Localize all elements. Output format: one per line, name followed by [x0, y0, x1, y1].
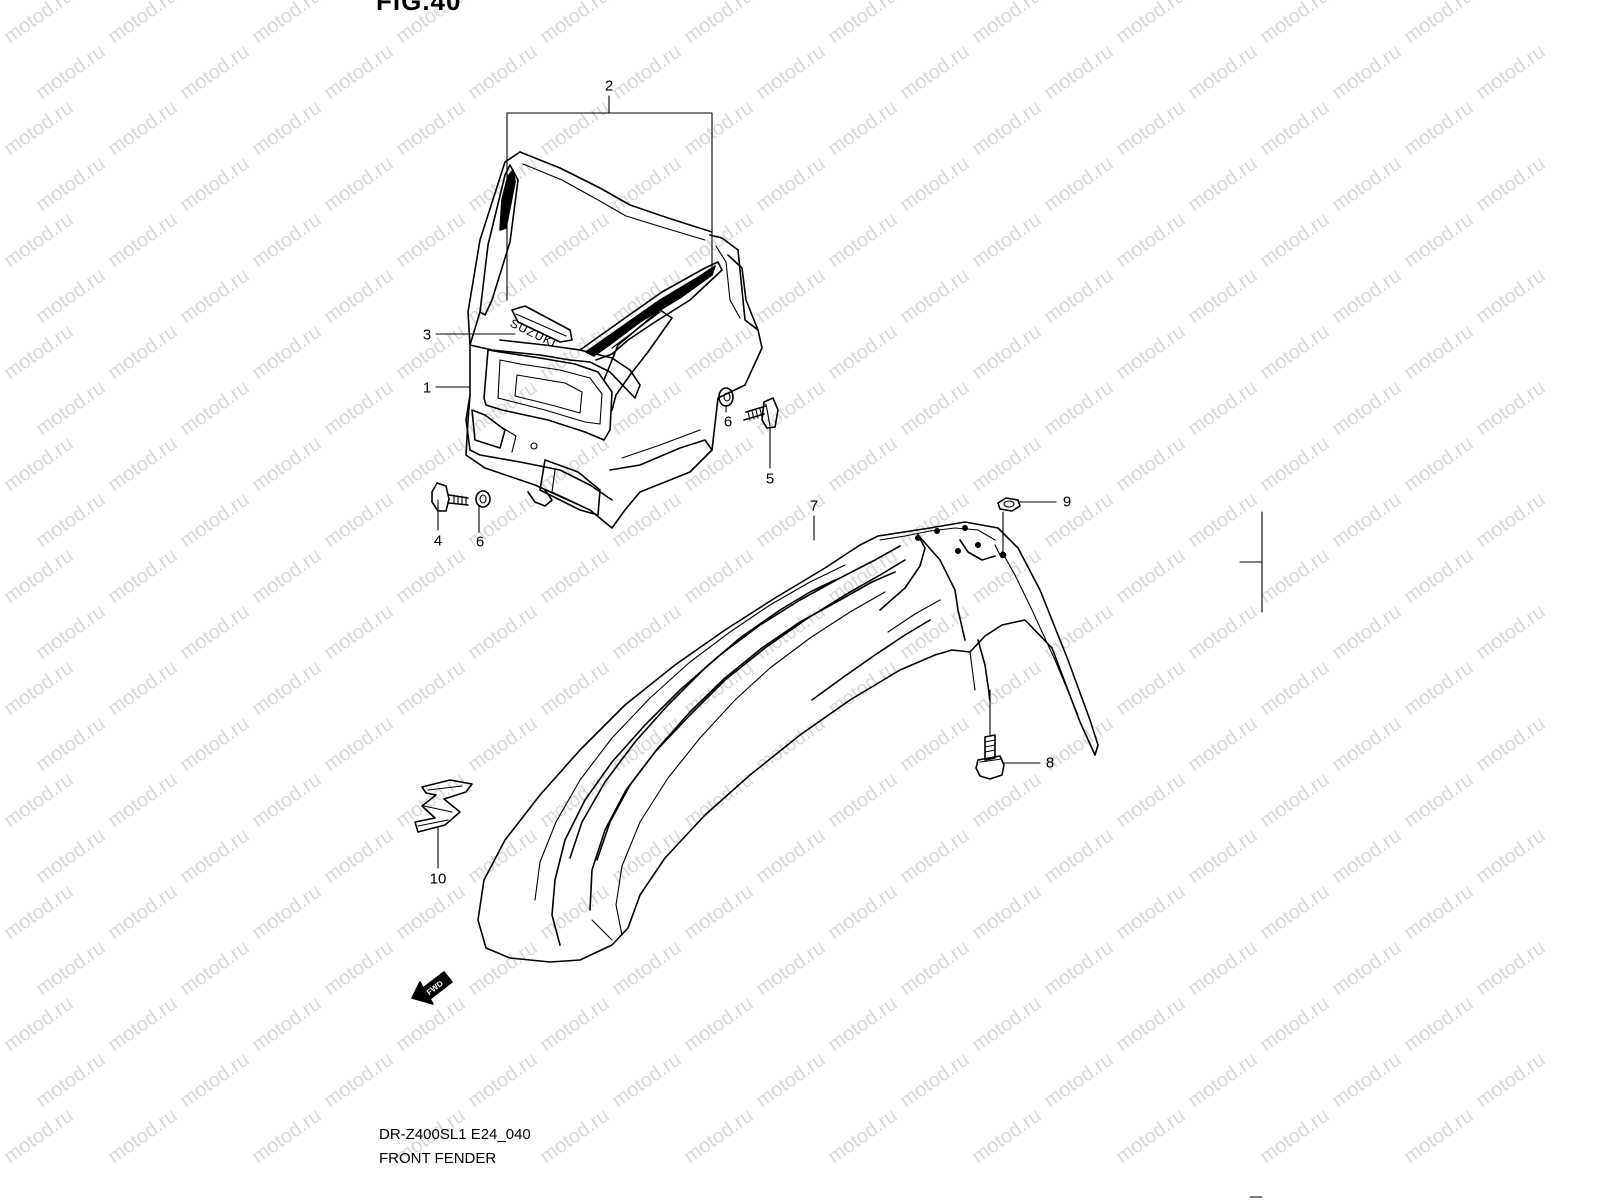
callout-9: 9	[1062, 493, 1072, 511]
leader-lines	[435, 95, 1263, 1198]
bolt-fender	[975, 734, 1005, 780]
washer-lower	[475, 490, 491, 508]
figure-title: FIG.40	[376, 0, 462, 16]
callout-5: 5	[765, 470, 775, 488]
section-title: FRONT FENDER	[379, 1150, 497, 1167]
callout-2: 2	[604, 77, 614, 95]
front-fender	[477, 521, 1099, 963]
callout-6-lower: 6	[475, 533, 485, 551]
headlight-cowl	[465, 151, 763, 529]
fwd-arrow-icon	[411, 971, 453, 1005]
callout-6-upper: 6	[723, 413, 733, 431]
screw-lower	[431, 482, 469, 512]
callout-1: 1	[422, 379, 432, 397]
callout-3: 3	[422, 326, 432, 344]
callout-7: 7	[809, 497, 819, 515]
model-code: DR-Z400SL1 E24_040	[379, 1126, 531, 1143]
screw-upper	[743, 397, 779, 429]
callout-10: 10	[429, 870, 447, 888]
callout-4: 4	[433, 532, 443, 550]
callout-8: 8	[1045, 754, 1055, 772]
nut-fender	[997, 497, 1021, 512]
emblem-decal	[414, 779, 473, 833]
